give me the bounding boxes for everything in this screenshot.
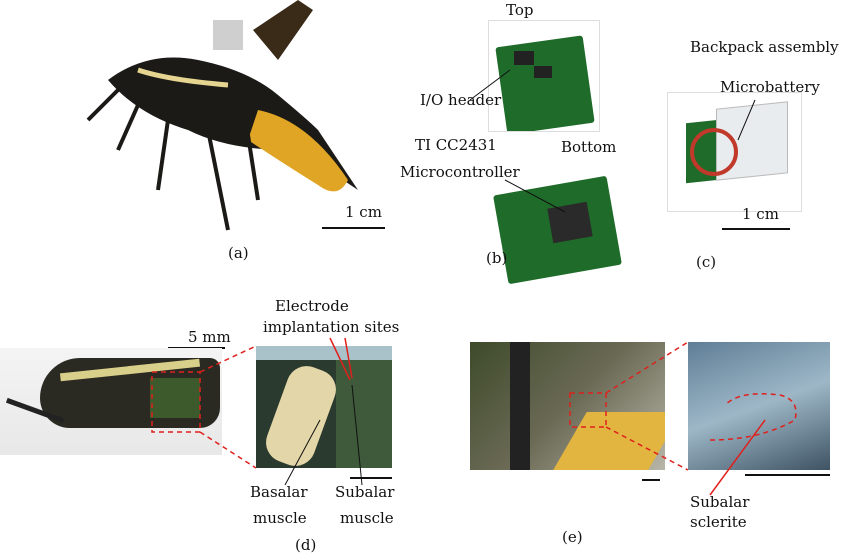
chip-label: TI CC2431 [415, 136, 497, 154]
scale-label-c: 1 cm [742, 205, 779, 223]
microcontroller-label: Microcontroller [400, 163, 520, 181]
subalar-muscle-label-1: Subalar [335, 483, 395, 501]
backpack-photo [667, 92, 802, 212]
beetle-flight-photo [78, 0, 398, 240]
beetle-side-photo [0, 348, 222, 455]
panel-label-e: (e) [562, 528, 583, 546]
panel-label-a: (a) [228, 244, 249, 262]
scale-label-a: 1 cm [345, 203, 382, 221]
backpack-title: Backpack assembly [690, 38, 839, 56]
sclerite-overview-photo [470, 342, 665, 470]
panel-label-b: (b) [486, 249, 508, 267]
basalar-label-1: Basalar [250, 483, 308, 501]
scale-label-d: 5 mm [188, 328, 231, 346]
electrode-label-2: implantation sites [263, 318, 400, 336]
panel-label-c: (c) [696, 253, 717, 271]
basalar-label-2: muscle [253, 509, 307, 527]
panel-label-d: (d) [295, 536, 317, 554]
bottom-label: Bottom [561, 138, 617, 156]
microbattery-label: Microbattery [720, 78, 820, 96]
scale-bar-c [722, 228, 790, 230]
subalar-muscle-label-2: muscle [340, 509, 394, 527]
scale-bar-d2 [350, 477, 392, 479]
scale-bar-e1 [642, 479, 660, 481]
scale-bar-a [322, 227, 385, 229]
sclerite-label-1: Subalar [690, 493, 750, 511]
electrode-label-1: Electrode [275, 297, 349, 315]
scale-bar-e2 [745, 474, 830, 476]
sclerite-closeup-photo [688, 342, 830, 470]
board-bottom-photo [470, 160, 645, 295]
muscle-closeup-photo [256, 346, 392, 468]
top-label: Top [506, 1, 534, 19]
sclerite-label-2: sclerite [690, 513, 747, 531]
board-top-photo [488, 20, 600, 132]
io-header-label: I/O header [420, 91, 502, 109]
